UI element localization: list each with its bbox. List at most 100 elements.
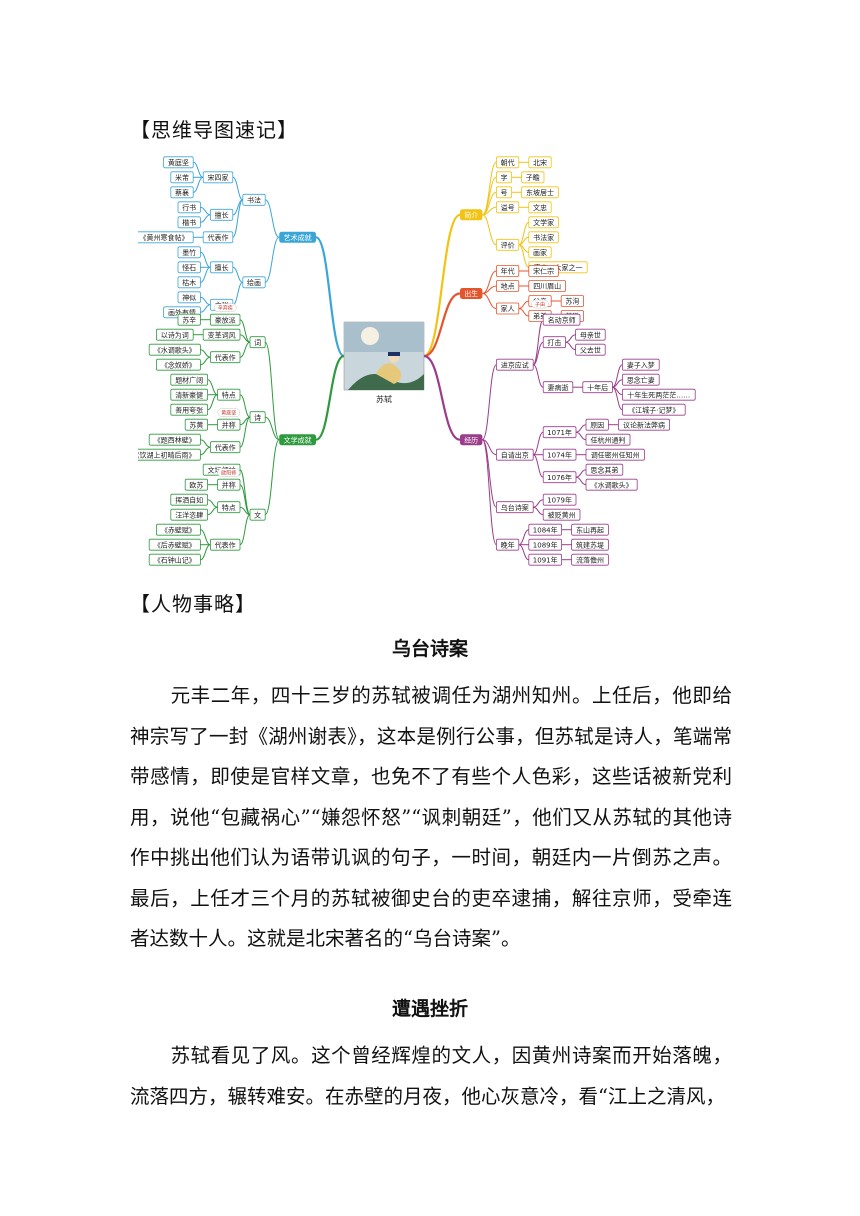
node-border	[528, 265, 559, 277]
node-label: 筑建苏堤	[576, 540, 604, 549]
node-label: 并称	[222, 420, 236, 429]
node-border	[528, 538, 562, 551]
node-border	[621, 403, 686, 416]
mindmap-link	[265, 416, 280, 441]
mindmap-node: 怪石	[177, 261, 201, 274]
node-label: 1071年	[547, 428, 572, 437]
mindmap-link	[232, 281, 244, 306]
mindmap-link	[612, 386, 623, 411]
node-border	[177, 216, 201, 229]
node-border	[495, 201, 520, 214]
node-label: 文学成就	[284, 435, 312, 444]
node-label: 绘画	[247, 278, 261, 287]
mindmap-node: 妻子入梦	[621, 358, 660, 371]
mindmap-node: 苏黄	[184, 418, 209, 431]
mindmap-link	[207, 394, 218, 411]
node-border	[528, 246, 552, 259]
node-border	[177, 291, 201, 304]
node-label: 1079年	[547, 495, 572, 504]
mindmap-node: 1071年	[542, 426, 577, 439]
node-label: 代表作	[215, 443, 236, 452]
node-border	[528, 156, 552, 169]
mindmap-link	[575, 469, 587, 478]
mindmap-link	[232, 199, 244, 238]
mindmap-node: 经历	[460, 434, 483, 446]
node-label: 以诗为词	[161, 330, 189, 339]
node-border	[585, 448, 645, 461]
mindmap-node: 《黄州寒食帖》	[138, 231, 194, 244]
mindmap-link	[518, 300, 529, 309]
mindmap-node: 题材广阔	[170, 373, 208, 386]
mindmap-node: 1091年	[528, 553, 562, 566]
mindmap-link	[200, 349, 211, 358]
mindmap-node: 《江城子·记梦》	[621, 403, 686, 416]
node-border	[163, 156, 194, 169]
mindmap-node: 特点	[217, 501, 241, 514]
mindmap-link	[239, 341, 251, 358]
mindmap-node: 书法家	[528, 231, 559, 244]
node-border	[210, 208, 234, 221]
node-label: 词	[254, 339, 261, 347]
node-label: 妻病逝	[548, 383, 569, 392]
mindmap-link	[200, 304, 211, 313]
note-bubble	[213, 303, 237, 312]
node-label: 《石钟山记》	[154, 555, 196, 564]
mindmap-link	[239, 484, 251, 516]
mindmap-node: 自请出京	[495, 448, 534, 461]
mindmap-link	[200, 544, 211, 561]
branch-fill	[460, 288, 483, 299]
node-border	[170, 388, 208, 401]
node-border	[249, 336, 266, 349]
node-label: 苏辛	[182, 315, 196, 324]
node-border	[495, 156, 520, 169]
node-label: 评价	[501, 242, 515, 250]
mindmap-link	[200, 296, 211, 306]
mindmap-node: 词	[249, 336, 266, 349]
mindmap-link	[423, 292, 461, 358]
node-border	[242, 276, 266, 289]
node-label: 1084年	[533, 525, 558, 534]
mindmap-node: 文	[249, 508, 266, 521]
mindmap-link	[482, 176, 497, 216]
mindmap-node: 打击	[542, 336, 567, 349]
node-label: 书法家	[533, 233, 554, 242]
node-label: 乌台诗案	[501, 503, 529, 512]
node-border	[495, 265, 520, 277]
node-label: 特点	[222, 390, 236, 399]
mindmap-node: 乌台诗案	[495, 501, 534, 514]
node-label: 号	[501, 189, 508, 197]
node-label: 宋四家	[208, 173, 229, 182]
node-border	[170, 493, 208, 506]
node-label: 代表作	[208, 233, 229, 242]
node-border	[202, 171, 234, 184]
branch-fill	[279, 231, 316, 243]
note-bubble	[531, 299, 549, 309]
node-border	[542, 508, 581, 521]
mindmap-node: 思念其弟	[585, 463, 624, 476]
mindmap-node: 代表作	[210, 538, 241, 551]
mindmap-link	[533, 499, 544, 508]
mindmap-node: 宋四家	[202, 171, 234, 184]
note-label: 黄庭坚	[221, 410, 236, 417]
node-border	[170, 186, 194, 199]
node-border	[621, 358, 660, 371]
node-label: 擅长	[215, 263, 229, 272]
mindmap-node: 流落儋州	[571, 553, 609, 566]
mindmap-node: 《念奴娇》	[155, 358, 201, 371]
mindmap-node: 十年后	[582, 381, 613, 394]
mindmap-node: 绘画	[242, 276, 266, 289]
node-label: 代表作	[215, 540, 236, 549]
node-border	[495, 501, 534, 514]
node-border	[155, 328, 194, 341]
mindmap-node: 筑建苏堤	[571, 538, 609, 551]
note-bubble	[217, 408, 241, 417]
mindmap-node: 清新豪健	[170, 388, 208, 401]
node-label: 黄庭坚	[168, 158, 189, 167]
node-label: 1089年	[533, 540, 558, 549]
mindmap-heading: 【思维导图速记】	[130, 118, 298, 142]
mindmap-node: 妻病逝	[542, 381, 574, 394]
node-label: 《后赤壁赋》	[154, 540, 196, 549]
mindmap-link	[232, 176, 244, 201]
mindmap-node: 家人	[495, 302, 520, 315]
node-border	[571, 553, 609, 566]
